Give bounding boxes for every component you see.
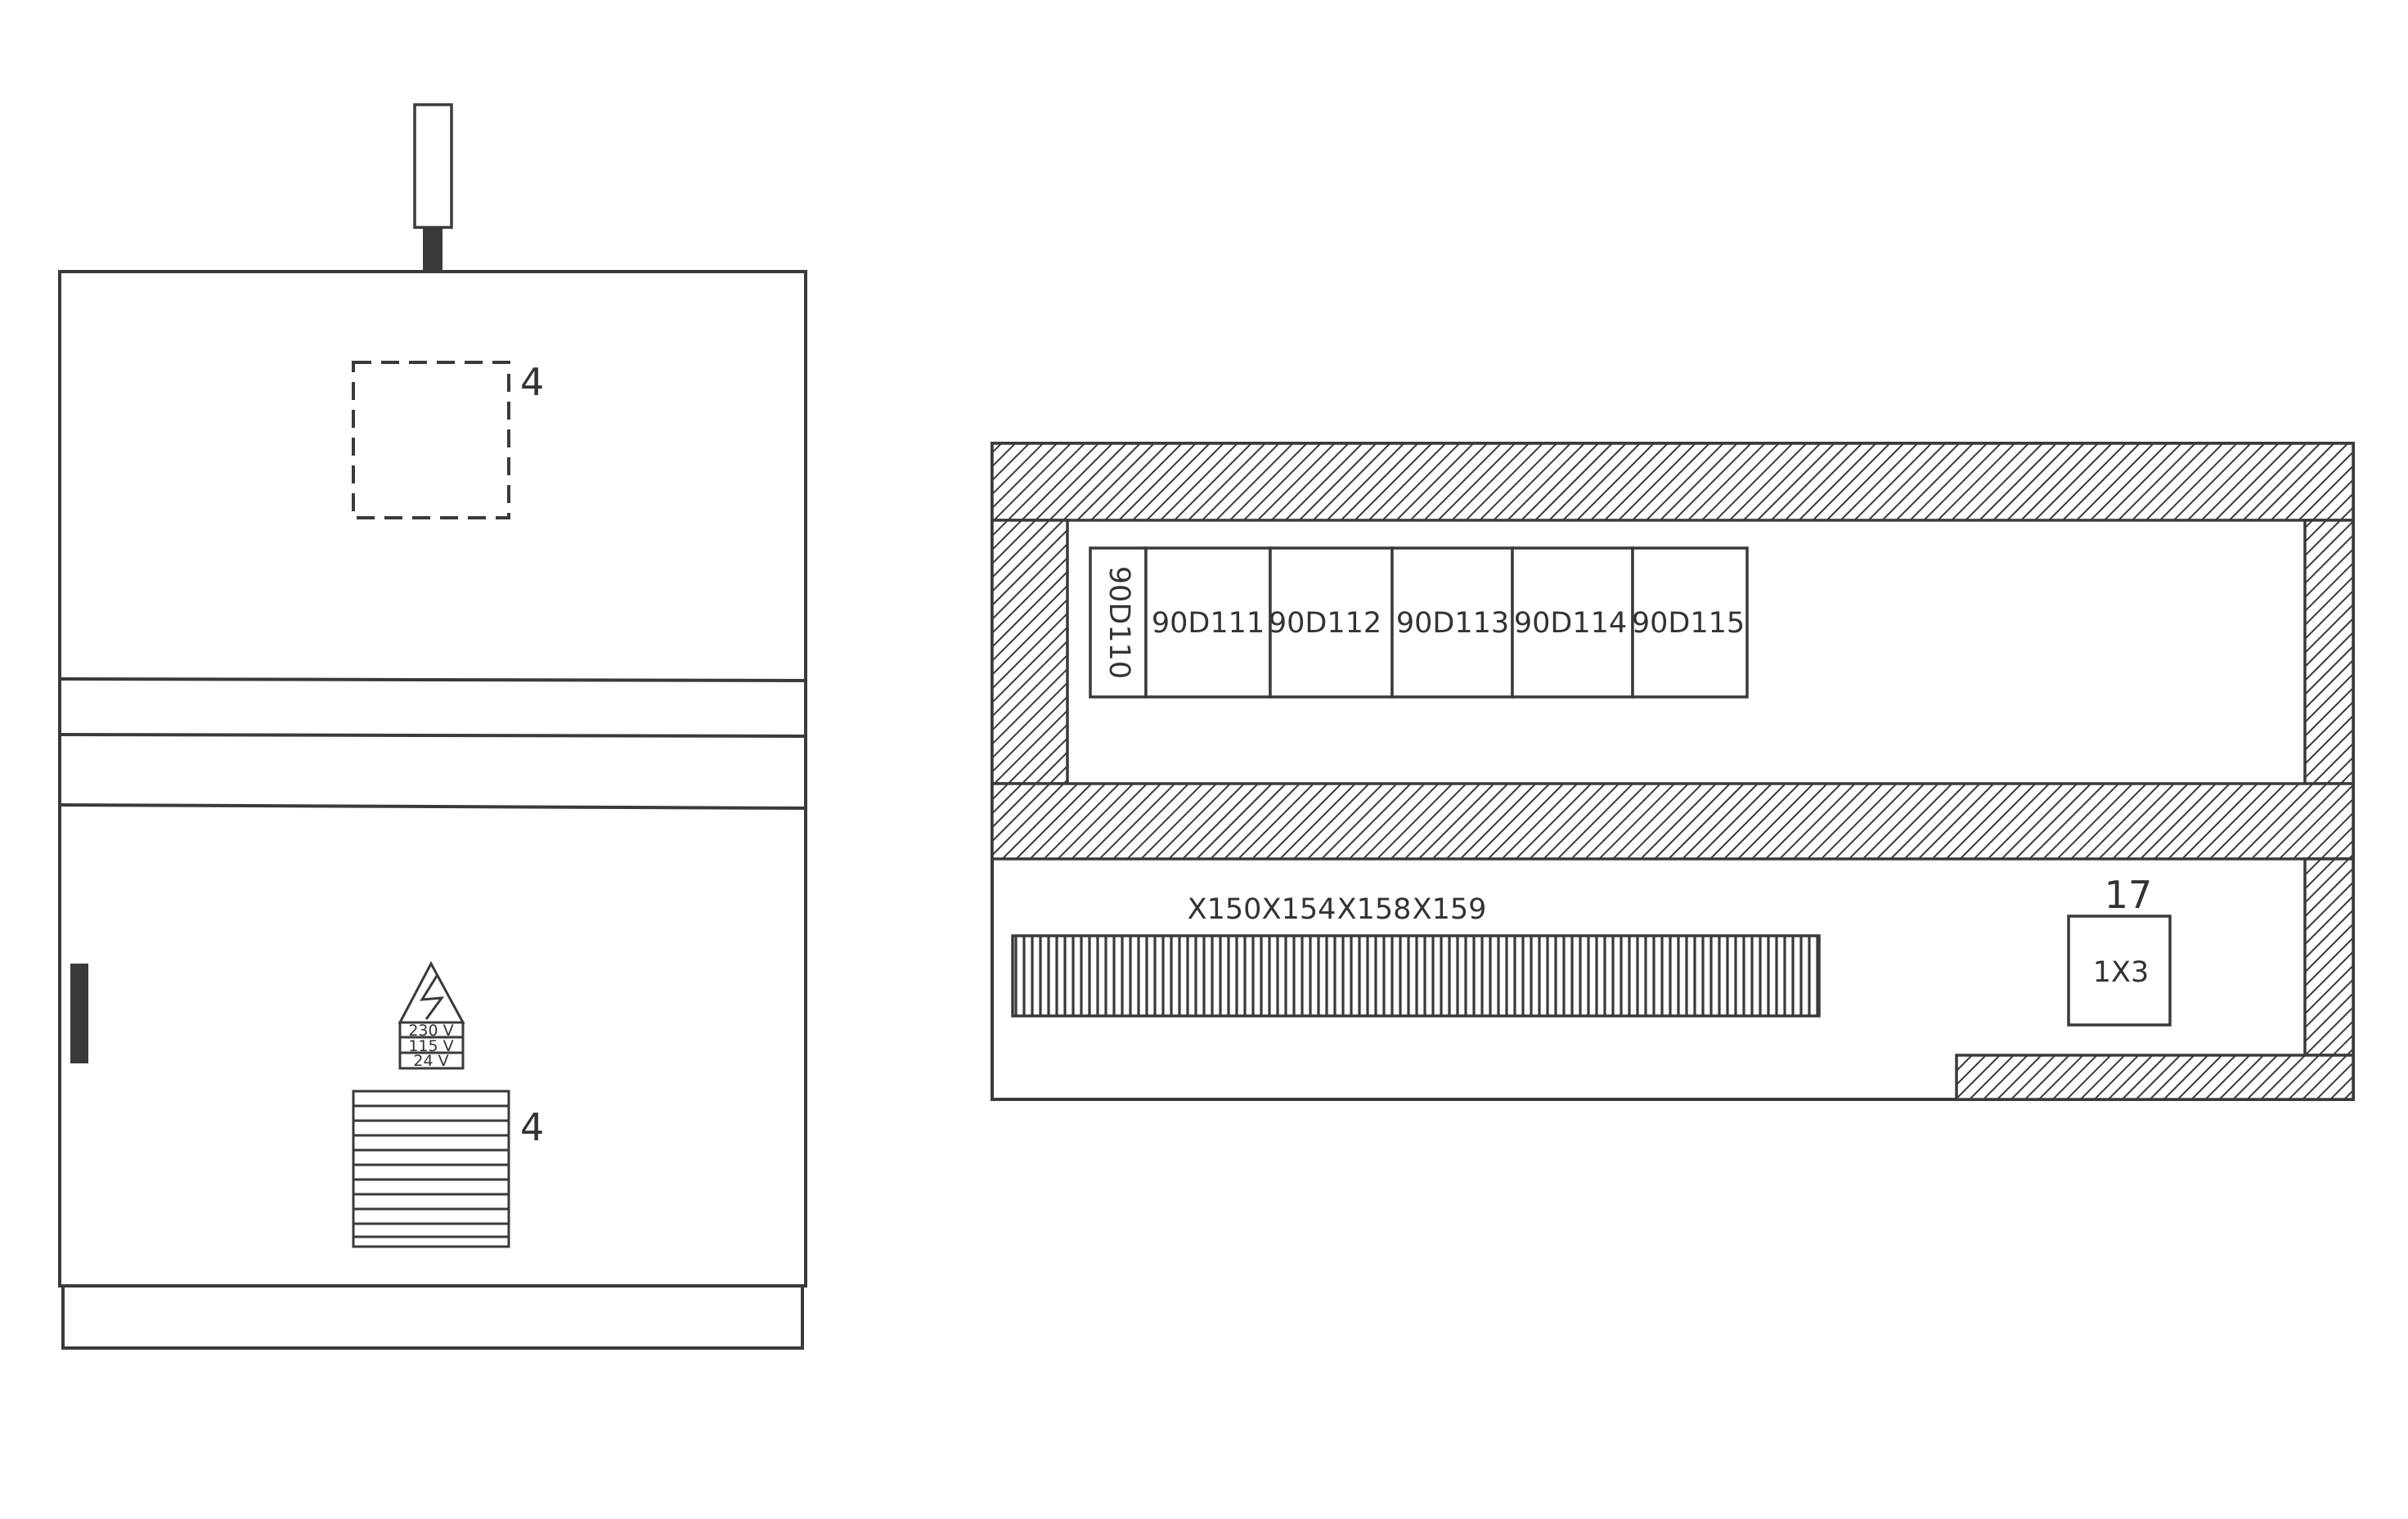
voltage-label-2: 115 V (408, 1037, 453, 1055)
module-label-90D115: 90D115 (1632, 607, 1745, 640)
module-rail: 90D110 90D111 90D112 90D113 90D114 90D11… (1089, 546, 1749, 699)
module-90D115 (1631, 546, 1749, 699)
terminal-strip (1011, 934, 1821, 1018)
lightning-bolt-icon (420, 975, 445, 1020)
cabinet-outline (58, 270, 807, 1288)
terminal-label-X159: X159 (1413, 893, 1487, 926)
cabinet-interior-view: 90D110 90D111 90D112 90D113 90D114 90D11… (991, 442, 2355, 1101)
middle-strip-divider (59, 733, 806, 738)
right-upper-wall-hatch (2303, 519, 2355, 785)
socket-1X3 (2067, 915, 2172, 1027)
terminal-label-X158: X158 (1337, 893, 1412, 926)
socket-callout-number: 17 (2105, 873, 2153, 917)
mast-stem (423, 227, 443, 272)
door-handle (70, 964, 88, 1063)
module-90D111 (1144, 546, 1272, 699)
right-lower-wall-hatch (2303, 857, 2355, 1057)
module-label-90D112: 90D112 (1269, 607, 1381, 640)
high-voltage-warning-sign: 230 V 115 V 24 V (398, 960, 465, 1070)
module-label-90D110: 90D110 (1103, 566, 1135, 679)
terminal-label-X150: X150 (1188, 893, 1262, 926)
upper-panel-divider (59, 677, 806, 682)
module-90D114 (1511, 546, 1634, 699)
module-label-90D113: 90D113 (1396, 607, 1509, 640)
voltage-label-3: 24 V (413, 1052, 448, 1070)
module-90D110 (1089, 546, 1148, 699)
terminal-label-X154: X154 (1262, 893, 1337, 926)
voltage-label-1: 230 V (408, 1022, 453, 1040)
cabinet-plinth (61, 1284, 804, 1350)
hidden-component-outline (352, 361, 510, 519)
module-label-90D111: 90D111 (1152, 607, 1265, 640)
top-mast (413, 103, 453, 229)
ventilation-grille (352, 1090, 510, 1248)
bottom-right-block-hatch (1955, 1054, 2355, 1101)
module-90D113 (1390, 546, 1514, 699)
left-wall-hatch (991, 519, 1069, 785)
cabinet-front-view: 4 230 V 115 V 24 V 4 (58, 103, 807, 1350)
top-callout-number: 4 (520, 360, 544, 404)
lower-panel-divider (59, 803, 806, 810)
middle-shelf-hatch (991, 782, 2355, 861)
bottom-callout-number: 4 (520, 1105, 544, 1149)
module-label-90D114: 90D114 (1514, 607, 1627, 640)
socket-label: 1X3 (2093, 956, 2150, 989)
top-wall-hatch (991, 442, 2355, 522)
